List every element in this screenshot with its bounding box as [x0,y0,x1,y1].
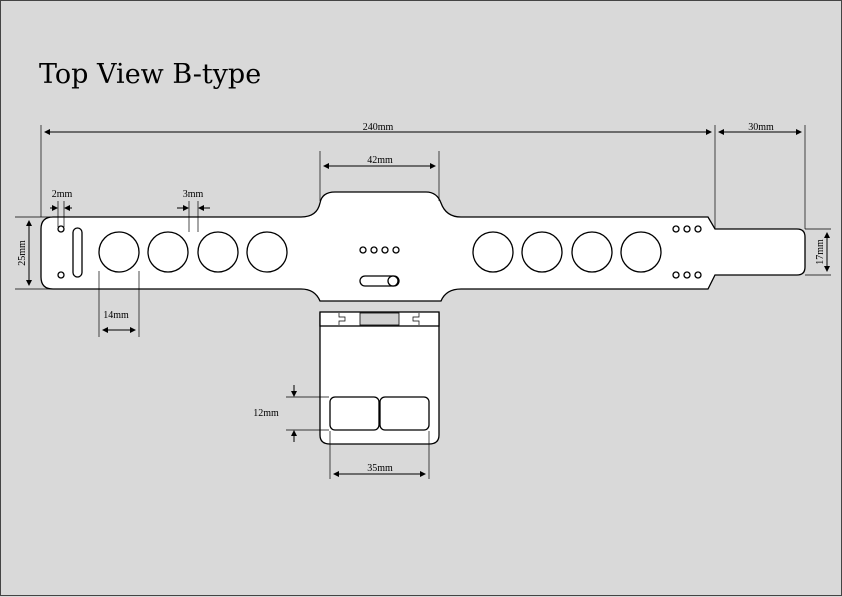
strap-hole-8 [620,231,662,273]
dim-label-hole-gap: 3mm [183,189,204,200]
dim-label-pad-width: 35mm [367,463,393,474]
dim-label-center-width: 42mm [367,155,393,166]
strap-hole-5 [472,231,514,273]
strap-hole-2 [147,231,189,273]
dim-label-strap-height: 25mm [17,240,28,266]
switch-knob [387,275,399,287]
pad-left [329,396,380,431]
dim-label-slot-gap: 2mm [52,189,73,200]
dim-label-end-height: 17mm [815,239,826,265]
dim-label-end-length: 30mm [748,122,774,133]
dim-label-hole-diameter: 14mm [103,310,129,321]
strap-outline [40,191,806,302]
rivets-top-right [672,225,702,233]
drawing-title: Top View B-type [39,59,261,90]
rivet-top-left [57,225,65,233]
strap-hole-6 [521,231,563,273]
hinge-notch-left [338,313,346,325]
buckle-slot [72,227,83,278]
pad-right [379,396,430,431]
rivet-bottom-left [57,271,65,279]
hinge-notch-right [412,313,420,325]
dim-label-pad-height: 12mm [253,408,279,419]
strap-hole-4 [246,231,288,273]
strap-hole-7 [571,231,613,273]
strap-hole-1 [98,231,140,273]
strap-hole-3 [197,231,239,273]
rivets-bottom-right [672,271,702,279]
hinge-center-block [359,312,400,326]
dim-label-overall-length: 240mm [363,122,394,133]
indicator-dots [359,246,400,254]
